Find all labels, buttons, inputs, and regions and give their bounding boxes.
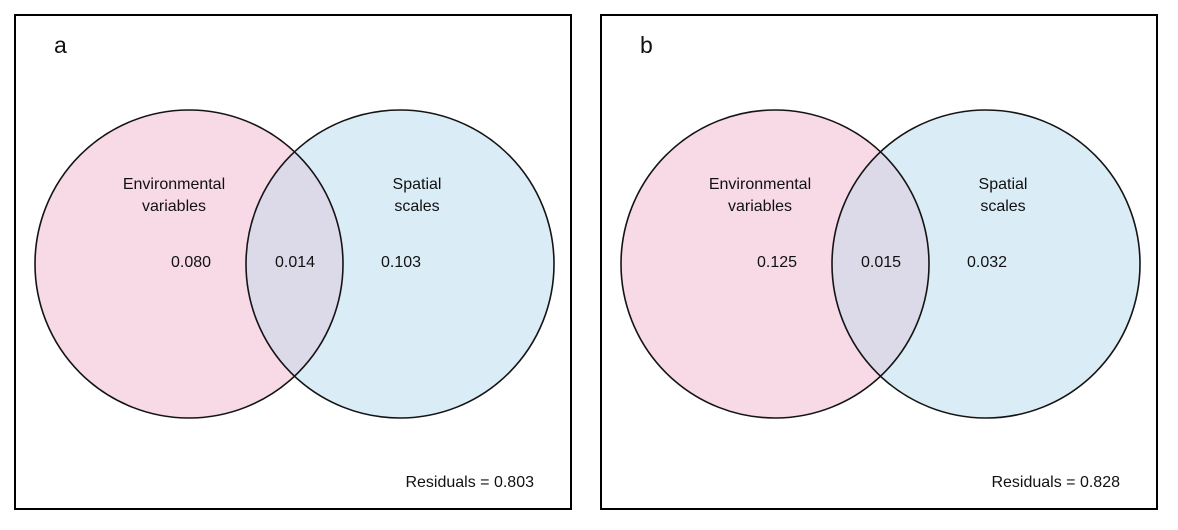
right-circle-outline: [245, 109, 555, 419]
left-circle-outline: [620, 109, 930, 419]
right-circle-value: 0.032: [966, 254, 1008, 271]
panel-label: b: [640, 32, 653, 58]
overlap-value: 0.015: [860, 254, 902, 271]
left-circle-outline: [34, 109, 344, 419]
left-set-label: Environmental variables: [122, 176, 226, 215]
residuals-text: Residuals = 0.828: [991, 474, 1120, 491]
right-set-label: Spatial scales: [978, 176, 1028, 215]
venn-diagram-b: [620, 109, 1141, 419]
panel-b: b Environmental variables Spatial scales…: [600, 14, 1158, 510]
left-set-label: Environmental variables: [708, 176, 812, 215]
panel-label: a: [54, 32, 67, 58]
left-circle-value: 0.125: [756, 254, 798, 271]
right-set-label: Spatial scales: [392, 176, 442, 215]
overlap-value: 0.014: [274, 254, 316, 271]
panel-a: a Environmental variables Spatial scales…: [14, 14, 572, 510]
left-circle-value: 0.080: [170, 254, 212, 271]
right-circle-value: 0.103: [380, 254, 422, 271]
residuals-text: Residuals = 0.803: [405, 474, 534, 491]
right-circle-outline: [831, 109, 1141, 419]
venn-diagram-a: [34, 109, 555, 419]
